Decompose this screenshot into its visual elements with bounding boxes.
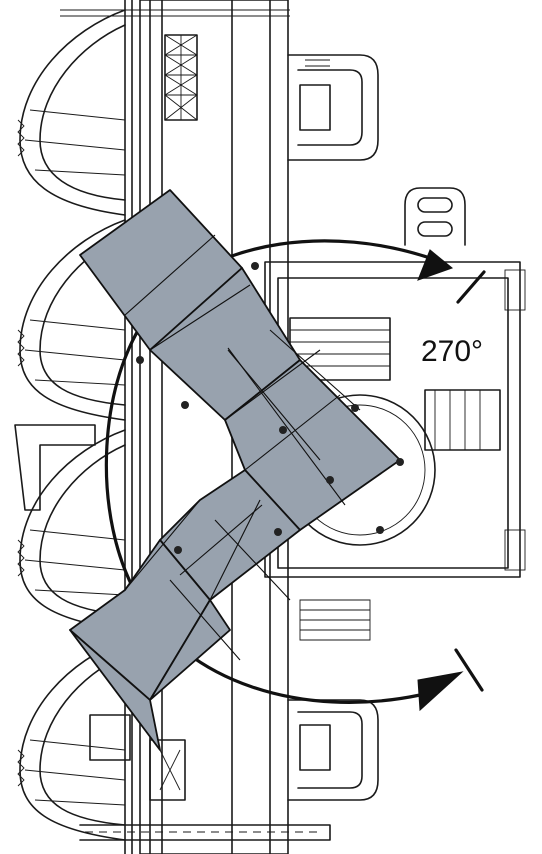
lower-skid — [287, 699, 379, 801]
lower-arrowhead — [417, 671, 464, 712]
lower-stop-mark — [454, 648, 484, 692]
rotation-path — [104, 239, 432, 704]
discharge-chute — [69, 189, 404, 751]
upper-skid — [287, 54, 379, 161]
upper-stop-mark — [456, 270, 486, 304]
rotation-indicators — [417, 249, 486, 712]
auger-flights — [17, 9, 126, 841]
rotation-angle-label: 270° — [421, 335, 483, 368]
auger-housing — [14, 0, 133, 854]
frame-lattice — [164, 34, 198, 121]
upper-arrowhead — [417, 249, 454, 281]
